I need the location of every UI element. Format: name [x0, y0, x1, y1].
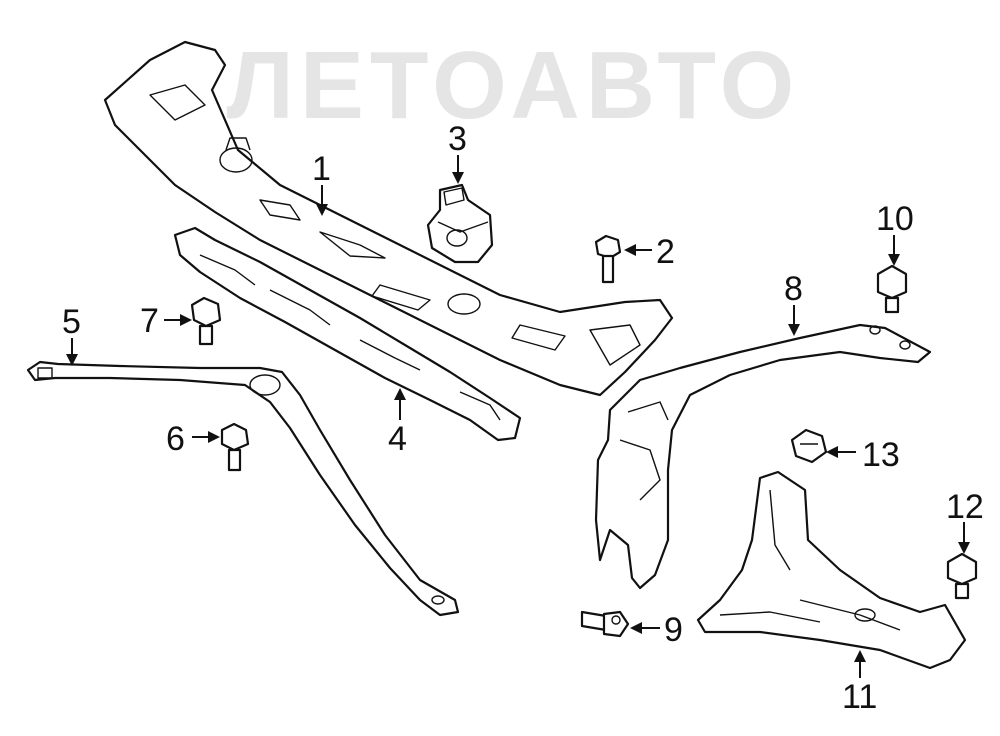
callout-12: 12	[946, 488, 984, 526]
part-11-lower-bracket	[696, 470, 967, 670]
part-13-nut	[790, 428, 828, 464]
callout-1: 1	[312, 150, 331, 188]
part-10-bolt	[876, 264, 908, 314]
callout-3: 3	[448, 120, 467, 158]
part-12-bolt	[946, 552, 978, 600]
watermark-logo: АЛЕТОАВТО	[150, 32, 800, 139]
callout-11: 11	[842, 678, 877, 716]
leader-lines	[66, 155, 970, 678]
part-4-lower-tie-bar	[173, 226, 522, 442]
callout-5: 5	[62, 303, 81, 341]
part-9-bolt	[580, 610, 630, 638]
callout-2: 2	[656, 233, 675, 271]
callout-7: 7	[140, 302, 159, 340]
part-1-upper-tie-bar	[103, 40, 674, 397]
callout-13: 13	[862, 436, 900, 474]
part-7-bolt	[190, 296, 222, 346]
part-2-bolt	[594, 234, 622, 284]
callout-9: 9	[664, 611, 683, 649]
callout-4: 4	[388, 420, 407, 458]
watermark-text: АЛЕТОАВТО	[150, 32, 800, 139]
part-8-side-bracket	[594, 323, 932, 590]
part-5-brace	[26, 360, 460, 617]
callout-6: 6	[166, 420, 185, 458]
part-3-mount	[426, 183, 494, 264]
part-6-bolt	[220, 422, 250, 472]
callout-10: 10	[876, 200, 914, 238]
callout-8: 8	[784, 270, 803, 308]
callout-labels: 1 2 3 4 5 6 7 8 9 10 11 12 13	[62, 120, 984, 716]
